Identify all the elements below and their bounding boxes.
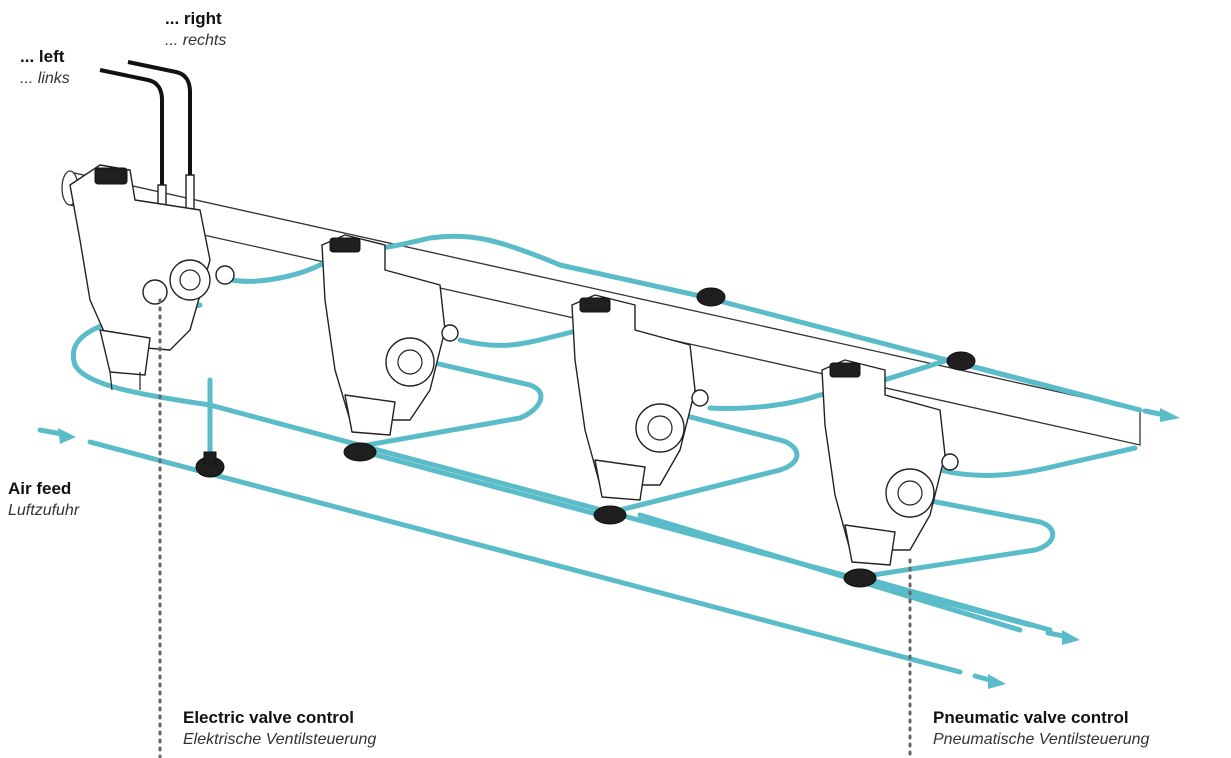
flow-arrow-icon	[988, 674, 1006, 689]
left-cable-subtitle: ... links	[20, 70, 70, 87]
valve-pneumatic-2	[571, 294, 709, 501]
tee-connector-icon	[343, 442, 377, 462]
right-cable-title: ... right	[165, 9, 222, 28]
electric-control-label: Electric valve control Elektrische Venti…	[183, 707, 376, 751]
flow-arrows	[37, 408, 1180, 689]
air-feed-title: Air feed	[8, 479, 72, 498]
left-cable-label: ... left ... links	[20, 46, 70, 90]
right-cable-label: ... right ... rechts	[165, 8, 226, 52]
air-feed-arrow-icon	[58, 428, 76, 444]
leader-lines	[158, 298, 912, 758]
air-feed-line	[87, 377, 963, 675]
tee-connector-icon	[843, 568, 877, 588]
valve-electric	[69, 164, 235, 391]
valve-pneumatic-1	[321, 234, 459, 436]
pneumatic-control-title: Pneumatic valve control	[933, 708, 1129, 727]
hose-connectors	[195, 287, 976, 588]
tee-connector-icon	[946, 351, 976, 371]
left-cable-title: ... left	[20, 47, 65, 66]
electric-control-subtitle: Elektrische Ventilsteuerung	[183, 731, 377, 748]
tee-connector-icon	[696, 287, 726, 307]
flow-arrow-icon	[1160, 408, 1180, 422]
pneumatic-control-label: Pneumatic valve control Pneumatische Ven…	[933, 707, 1149, 751]
tee-connector-icon	[195, 451, 225, 478]
tee-connector-icon	[593, 505, 627, 525]
air-feed-subtitle: Luftzufuhr	[8, 502, 80, 519]
flow-arrow-icon	[1062, 630, 1080, 645]
electric-control-title: Electric valve control	[183, 708, 355, 727]
pneumatic-control-subtitle: Pneumatische Ventilsteuerung	[933, 731, 1150, 748]
right-cable-subtitle: ... rechts	[165, 32, 227, 49]
air-feed-label: Air feed Luftzufuhr	[8, 478, 79, 522]
valve-pneumatic-3	[821, 359, 959, 566]
